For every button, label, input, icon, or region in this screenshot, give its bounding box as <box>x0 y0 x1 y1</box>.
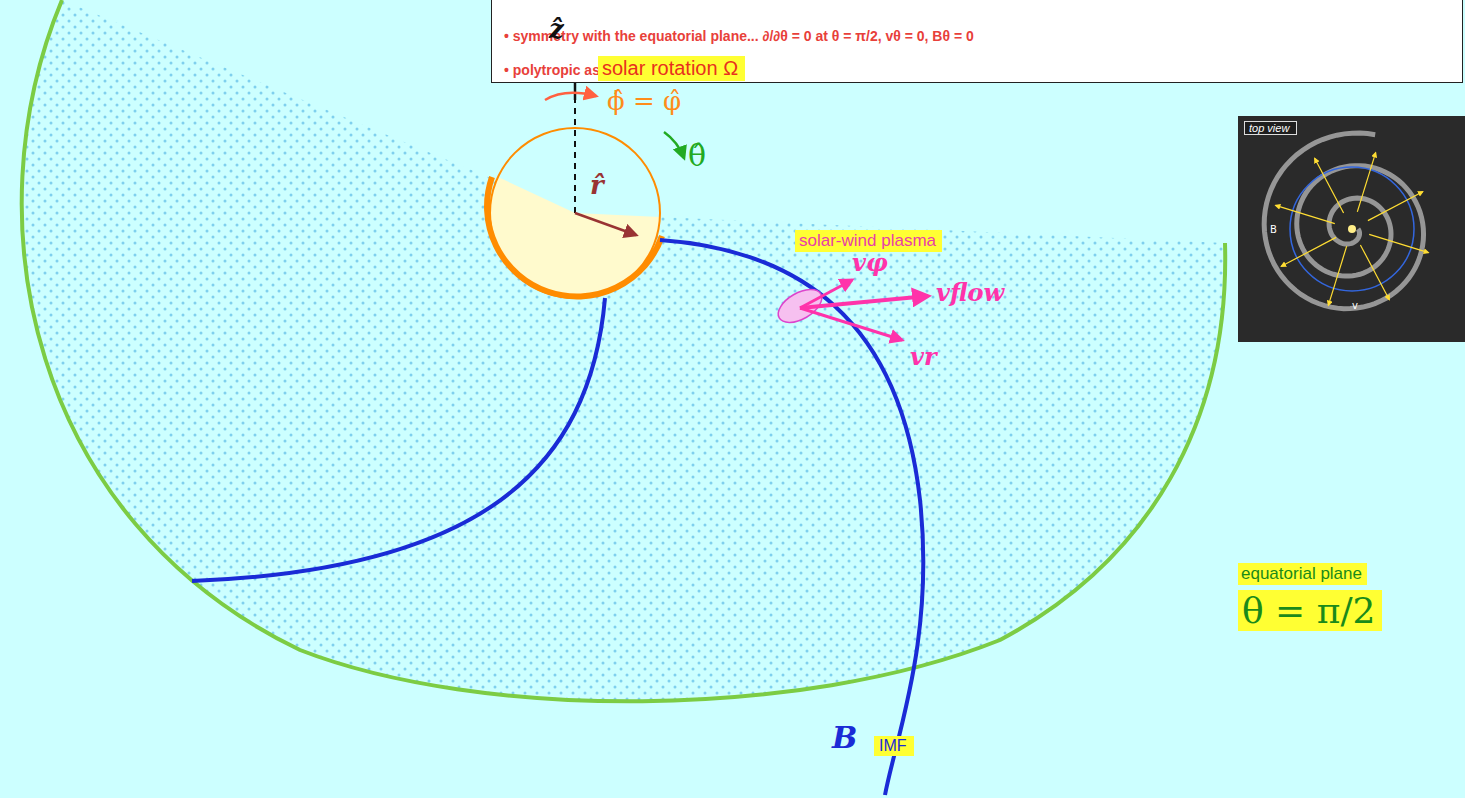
v-flow-arrow <box>800 296 928 308</box>
velocity-label: vφ <box>852 248 888 277</box>
photo-label: B <box>1270 224 1277 235</box>
r-arrow <box>575 213 636 235</box>
axis-label: ẑ <box>549 14 564 44</box>
top-view-photo <box>1238 116 1465 342</box>
highlight-label: IMF <box>874 736 914 756</box>
photo-label: v <box>1352 300 1358 311</box>
wind-arrow <box>1328 246 1346 305</box>
wind-arrow <box>1357 153 1375 212</box>
highlight-label: equatorial plane <box>1238 563 1367 585</box>
node-text: • symmetry with the equatorial plane... … <box>504 28 1450 44</box>
sun-dot <box>1348 225 1356 233</box>
spiral-figure <box>1264 133 1428 309</box>
photo-caption-box: top view <box>1244 121 1297 135</box>
velocity-label: vflow <box>936 278 1004 307</box>
wind-arrow <box>1360 245 1389 300</box>
earth-orbit <box>1290 167 1414 291</box>
unit-vector-label: θ̂ <box>688 138 706 173</box>
node-text: equatorial plane <box>1241 564 1364 584</box>
highlight-label: solar rotation Ω <box>598 56 745 81</box>
field-label: B <box>832 720 857 755</box>
node-text: solar rotation Ω <box>602 57 741 80</box>
highlight-label: θ = π/2 <box>1238 590 1382 631</box>
wind-arrow <box>1368 192 1423 221</box>
unit-vector-label: ϕ̂ = φ̂ <box>607 86 681 116</box>
sun-footpoint-arc <box>487 177 662 296</box>
wind-arrow <box>1281 237 1336 266</box>
v-r-arrow <box>800 308 902 340</box>
sun-plane-section <box>490 177 660 298</box>
equatorial-plane-region <box>22 0 1226 701</box>
velocity-label: vr <box>910 342 937 371</box>
node-text: top view <box>1249 122 1292 134</box>
node-text: IMF <box>879 737 909 755</box>
spiral-field <box>1264 133 1423 309</box>
rotation-arrow <box>545 93 596 100</box>
wind-arrow <box>1369 234 1428 252</box>
wind-arrow <box>1315 158 1344 213</box>
unit-vector-label: r̂ <box>590 170 604 200</box>
imf-line <box>660 240 923 795</box>
rotation-axis <box>574 100 576 213</box>
wind-arrow <box>1276 205 1335 223</box>
plane-boundary <box>22 0 1226 701</box>
imf-line <box>192 298 605 581</box>
node-text: θ = π/2 <box>1242 590 1378 631</box>
theta-arrow <box>664 132 684 158</box>
